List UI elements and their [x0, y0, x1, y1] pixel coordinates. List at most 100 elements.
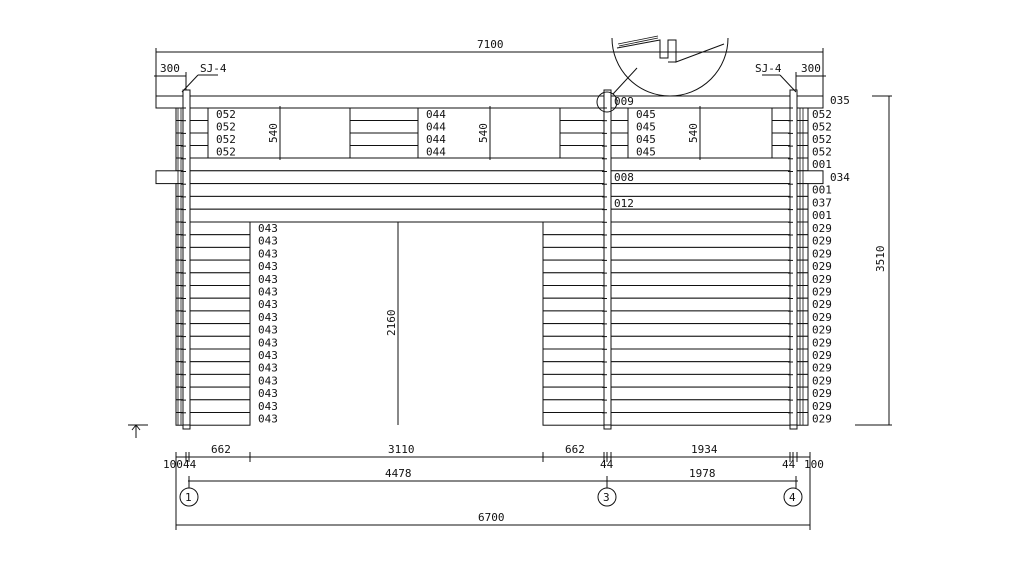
mid-window-log-label: 044: [426, 133, 446, 146]
dim-300-left: 300: [160, 62, 180, 75]
right-log-label: 001: [812, 209, 832, 222]
door-log-label: 043: [258, 349, 278, 362]
dim-1934: 1934: [691, 443, 718, 456]
axis-marker-4: [783, 487, 803, 507]
door-log-label: 043: [258, 413, 278, 426]
right-log-label: 029: [812, 374, 832, 387]
right-window-log-label: 045: [636, 108, 656, 121]
axis-marker-1: [179, 487, 199, 507]
bottom-dimensions: 662 3110 662 1934 100 44 44 44 100 4478 …: [163, 443, 824, 530]
right-log-label: 029: [812, 336, 832, 349]
dim-100-left: 100: [163, 458, 183, 471]
dim-300-right: 300: [801, 62, 821, 75]
dim-662-right: 662: [565, 443, 585, 456]
level-marker-icon: [128, 424, 148, 438]
dim-44-mid: 44: [600, 458, 614, 471]
door-course-log-right: [542, 221, 809, 236]
dim-44-left: 44: [183, 458, 197, 471]
left-window-log-label: 052: [216, 121, 236, 134]
door-log-label: 043: [258, 286, 278, 299]
post-foot: [789, 424, 798, 430]
dim-540-right: 540: [687, 123, 700, 143]
dim-100-right: 100: [804, 458, 824, 471]
right-log-label: 029: [812, 222, 832, 235]
door-course-log-right: [542, 412, 809, 426]
full-course-log: [175, 183, 809, 197]
center-label-012: 012: [614, 197, 634, 210]
door-log-label: 043: [258, 311, 278, 324]
right-log-label: 029: [812, 247, 832, 260]
full-course-log: [155, 170, 824, 185]
full-course-log: [175, 208, 809, 223]
dim-3110: 3110: [388, 443, 415, 456]
dim-540-left: 540: [267, 123, 280, 143]
right-log-label: 029: [812, 400, 832, 413]
right-log-label: 001: [812, 184, 832, 197]
dim-44-right: 44: [782, 458, 796, 471]
right-log-label: 029: [812, 298, 832, 311]
door-course-log-right: [542, 272, 809, 286]
dim-1978: 1978: [689, 467, 716, 480]
axis-label-1: 1: [185, 491, 192, 504]
log-labels: 0350520520520520010340010370010290290290…: [216, 94, 850, 426]
dim-540-mid: 540: [477, 123, 490, 143]
right-log-label: 001: [812, 158, 832, 171]
corner-label-left: SJ-4: [200, 62, 227, 75]
door-log-label: 043: [258, 260, 278, 273]
window-course-log: [349, 107, 419, 121]
mid-window-log-label: 044: [426, 121, 446, 134]
right-log-label: 052: [812, 146, 832, 159]
right-log-label: 035: [830, 94, 850, 107]
axis-label-3: 3: [603, 491, 610, 504]
door-log-label: 043: [258, 400, 278, 413]
corner-label-right: SJ-4: [755, 62, 782, 75]
door-course-log-right: [542, 361, 809, 375]
right-window-log-label: 045: [636, 133, 656, 146]
window-course-log: [559, 107, 629, 121]
window-course-log: [559, 120, 629, 134]
door-course-log-right: [542, 323, 809, 337]
right-log-label: 052: [812, 121, 832, 134]
vertical-dimensions: 3510 2160 540 540 540: [267, 95, 892, 426]
door-log-label: 043: [258, 374, 278, 387]
door-course-log-left: [175, 412, 251, 426]
door-course-log-right: [542, 234, 809, 248]
right-log-label: 029: [812, 260, 832, 273]
door-log-label: 043: [258, 273, 278, 286]
left-window-log-label: 052: [216, 146, 236, 159]
door-log-label: 043: [258, 387, 278, 400]
window-course-log: [349, 145, 419, 159]
door-log-label: 043: [258, 362, 278, 375]
right-log-label: 029: [812, 311, 832, 324]
axis-label-4: 4: [789, 491, 796, 504]
dim-2160: 2160: [385, 310, 398, 337]
door-log-label: 043: [258, 222, 278, 235]
door-log-label: 043: [258, 235, 278, 248]
dim-6700: 6700: [478, 511, 505, 524]
door-log-label: 043: [258, 247, 278, 260]
right-log-label: 052: [812, 133, 832, 146]
door-course-log-right: [542, 386, 809, 401]
dim-662-left: 662: [211, 443, 231, 456]
left-window-log-label: 052: [216, 133, 236, 146]
right-log-label: 029: [812, 413, 832, 426]
door-log-label: 043: [258, 324, 278, 337]
center-label-008: 008: [614, 171, 634, 184]
center-label-009: 009: [614, 95, 634, 108]
right-log-label: 034: [830, 171, 850, 184]
full-course-log: [175, 195, 809, 210]
right-log-label: 029: [812, 286, 832, 299]
door-course-log-right: [542, 246, 809, 261]
window-course-log: [349, 120, 419, 134]
door-log-label: 043: [258, 298, 278, 311]
post-foot: [603, 424, 612, 430]
post-foot: [182, 424, 191, 430]
right-log-label: 029: [812, 273, 832, 286]
mid-window-log-label: 044: [426, 146, 446, 159]
door-course-log-right: [542, 285, 809, 299]
dim-3510: 3510: [874, 246, 887, 273]
window-course-log: [559, 145, 629, 159]
dim-4478: 4478: [385, 467, 412, 480]
full-course-log: [175, 157, 809, 172]
